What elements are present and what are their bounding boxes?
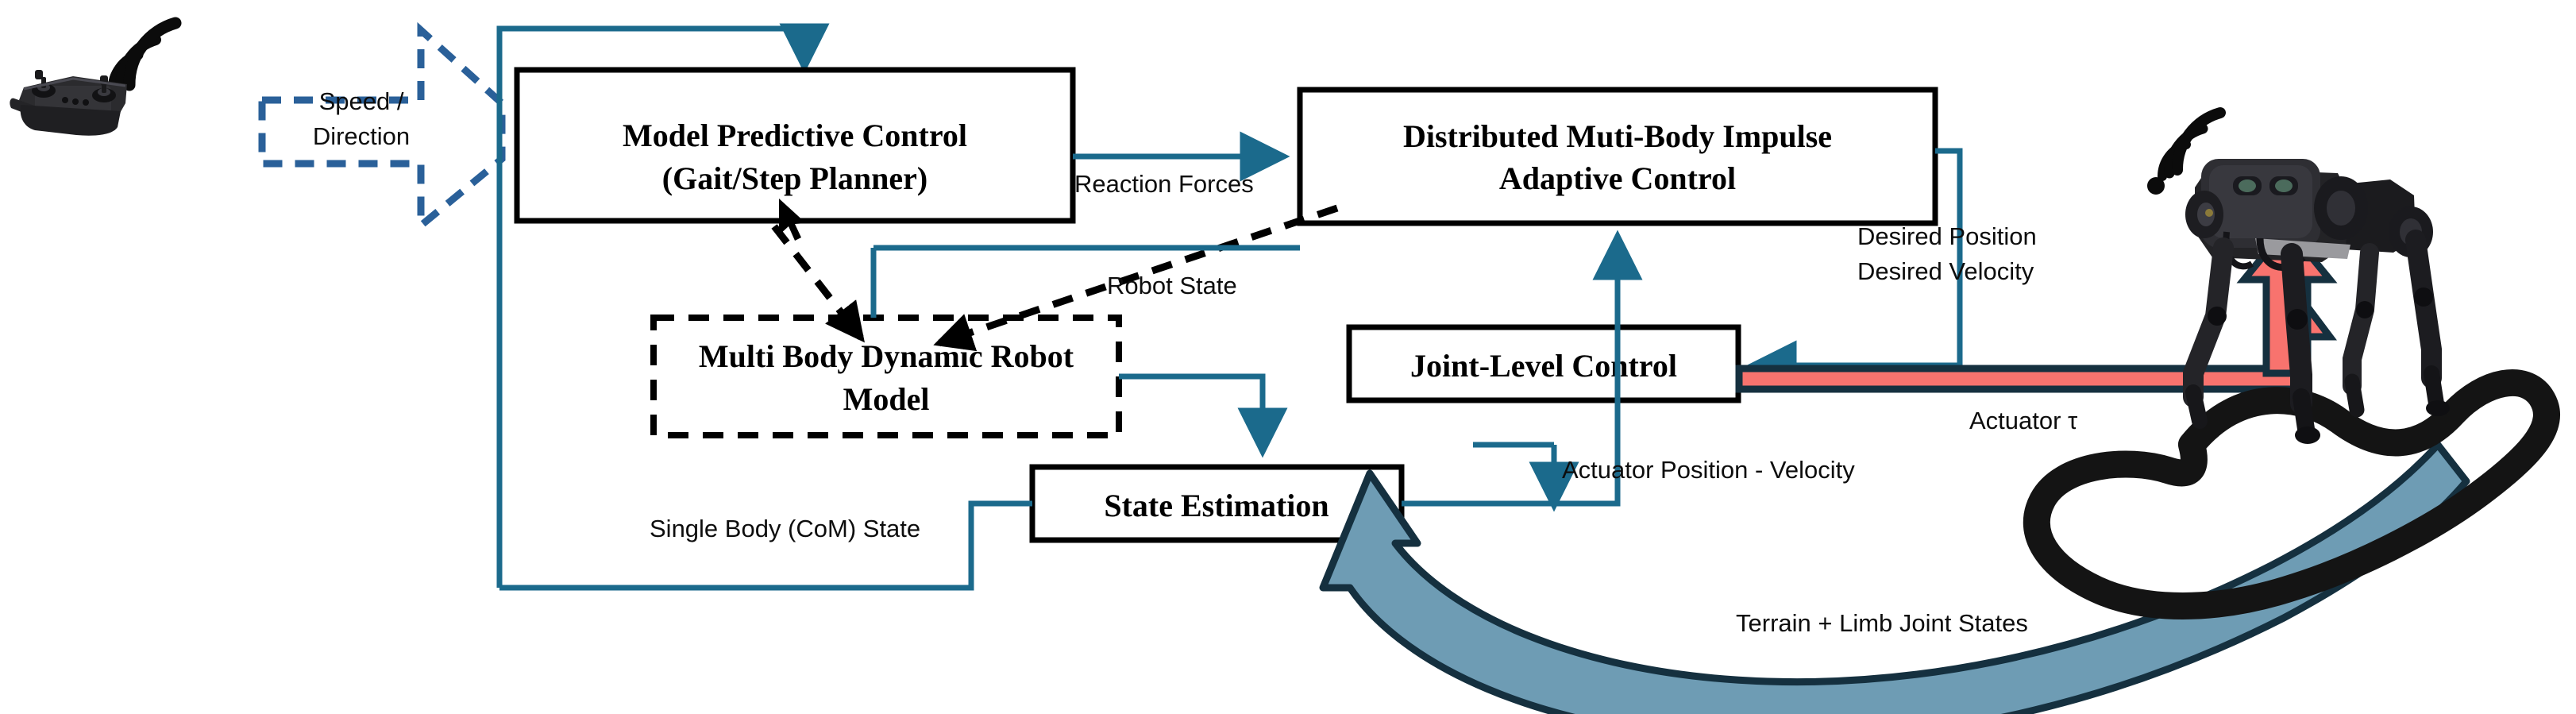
terrain-limb-joint-states-label: Terrain + Limb Joint States (1736, 609, 2028, 637)
robot-state-label: Robot State (1107, 272, 1237, 299)
terrain-limb-feedback-arrow (1319, 441, 2470, 714)
robot-signal-icon (2147, 107, 2226, 195)
edge-model-to-state-estimation (1119, 373, 1288, 458)
robot-model-title-line1: Multi Body Dynamic Robot (699, 338, 1074, 374)
speed-direction-label-line1: Speed / (319, 87, 404, 115)
edge-stateest-to-dmbiac (1402, 230, 1643, 507)
dmbiac-title-line1: Distributed Muti-Body Impulse (1403, 118, 1832, 154)
block-multi-body-dynamic-robot-model[interactable]: Multi Body Dynamic Robot Model (650, 315, 1122, 438)
single-body-com-state-label: Single Body (CoM) State (650, 515, 920, 542)
gamepad-image (10, 17, 182, 136)
mpc-title-line1: Model Predictive Control (623, 118, 967, 153)
global-feedback-path (496, 23, 830, 588)
desired-position-label: Desired Position (1857, 222, 2037, 250)
block-distributed-multibody-impulse-adaptive-control[interactable]: Distributed Muti-Body Impulse Adaptive C… (1297, 87, 1938, 226)
dmbiac-title-line2: Adaptive Control (1499, 160, 1736, 196)
state-estimation-title: State Estimation (1104, 488, 1328, 523)
desired-velocity-label: Desired Velocity (1857, 257, 2034, 285)
gamepad-body (10, 70, 127, 136)
block-state-estimation[interactable]: State Estimation (1029, 464, 1405, 543)
edge-robot-state-dashed (933, 204, 1339, 352)
edge-mpc-to-robot-model-dashed (771, 224, 865, 343)
edge-single-body-com-state (499, 500, 1032, 591)
speed-direction-label-line2: Direction (313, 122, 410, 150)
robot-model-title-line2: Model (843, 381, 930, 417)
actuator-position-velocity-label: Actuator Position - Velocity (1562, 456, 1855, 484)
mpc-title-line2: (Gait/Step Planner) (662, 160, 927, 196)
reaction-forces-label: Reaction Forces (1074, 170, 1254, 198)
block-joint-level-control[interactable]: Joint-Level Control (1346, 324, 1741, 403)
block-model-predictive-control[interactable]: Model Predictive Control (Gait/Step Plan… (514, 67, 1076, 224)
joint-level-title: Joint-Level Control (1410, 348, 1677, 384)
quadruped-robot-image (2147, 107, 2450, 444)
actuator-tau-label: Actuator τ (1969, 407, 2077, 434)
mouse-cursor-icon (779, 199, 806, 241)
terrain-line (2023, 369, 2560, 619)
edge-modelstate-teal-vertical (870, 245, 1300, 318)
